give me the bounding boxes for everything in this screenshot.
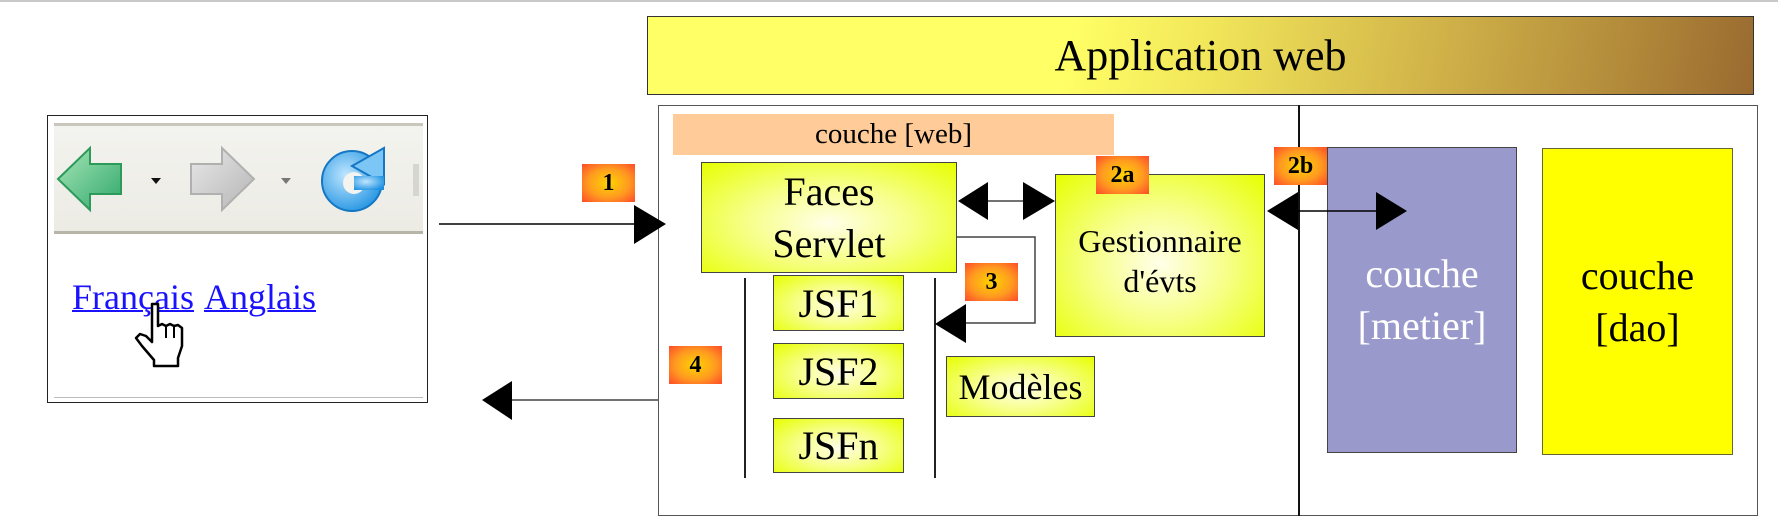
- jsf-page-label: JSF1: [798, 280, 879, 326]
- link-francais[interactable]: Français: [72, 277, 194, 317]
- web-layer-label: couche [web]: [673, 114, 1114, 155]
- arrow-step-1: [439, 205, 666, 244]
- models-label: Modèles: [958, 366, 1083, 407]
- models-box: Modèles: [946, 356, 1095, 417]
- top-rule: [0, 0, 1778, 2]
- back-dropdown-icon[interactable]: [151, 178, 161, 184]
- link-anglais[interactable]: Anglais: [203, 277, 316, 317]
- step-badge-label: 1: [602, 169, 615, 196]
- application-box: [658, 105, 1758, 516]
- forward-arrow-icon: [190, 145, 256, 213]
- jsf-page-box: JSF2: [773, 343, 904, 399]
- step-badge-4: 4: [669, 346, 722, 384]
- toolbar-separator: [413, 164, 419, 196]
- browser-bottom-rule: [54, 397, 423, 398]
- step-badge-2a: 2a: [1096, 156, 1149, 194]
- step-badge-1: 1: [582, 164, 635, 202]
- title-text: Application web: [1054, 31, 1347, 80]
- hand-pointer-icon: [134, 302, 184, 368]
- reload-icon[interactable]: [321, 146, 385, 212]
- event-handler-line-2: d'évts: [1123, 262, 1197, 299]
- event-handler-box: Gestionnaire d'évts: [1055, 174, 1265, 337]
- step-badge-3: 3: [965, 263, 1018, 301]
- step-badge-label: 4: [689, 351, 702, 378]
- metier-line-1: couche: [1365, 251, 1479, 296]
- arrow-step-3-loop: [935, 236, 1036, 343]
- jsf-page-label: JSF2: [798, 348, 879, 394]
- pages-right-bracket: [934, 278, 936, 478]
- arrow-step-4: [482, 381, 658, 420]
- faces-servlet-line-1: Faces: [783, 168, 875, 214]
- metier-line-2: [metier]: [1357, 303, 1487, 348]
- pages-left-bracket: [744, 278, 746, 478]
- title-bar: Application web: [647, 16, 1754, 95]
- faces-servlet-line-2: Servlet: [772, 220, 886, 266]
- dao-layer-box: couche [dao]: [1542, 148, 1733, 455]
- metier-layer-box: couche [metier]: [1327, 147, 1517, 453]
- dao-line-2: [dao]: [1595, 304, 1680, 350]
- arrow-servlet-handler: [958, 182, 1055, 220]
- step-badge-label: 3: [985, 268, 998, 295]
- faces-servlet-box: Faces Servlet: [701, 162, 957, 273]
- forward-dropdown-icon: [281, 178, 291, 184]
- jsf-page-label: JSFn: [798, 423, 879, 468]
- browser-toolbar: [54, 123, 423, 234]
- web-layer-label-text: couche [web]: [815, 118, 972, 150]
- arrow-handler-metier: [1267, 192, 1407, 230]
- jsf-page-box: JSFn: [773, 418, 904, 473]
- back-arrow-icon[interactable]: [56, 145, 122, 213]
- event-handler-line-1: Gestionnaire: [1078, 222, 1242, 259]
- step-badge-2b: 2b: [1274, 147, 1327, 185]
- step-badge-label: 2b: [1287, 152, 1314, 179]
- web-layer-divider: [1298, 105, 1300, 516]
- step-badge-label: 2a: [1110, 161, 1135, 188]
- dao-line-1: couche: [1580, 252, 1695, 298]
- jsf-page-box: JSF1: [773, 275, 904, 331]
